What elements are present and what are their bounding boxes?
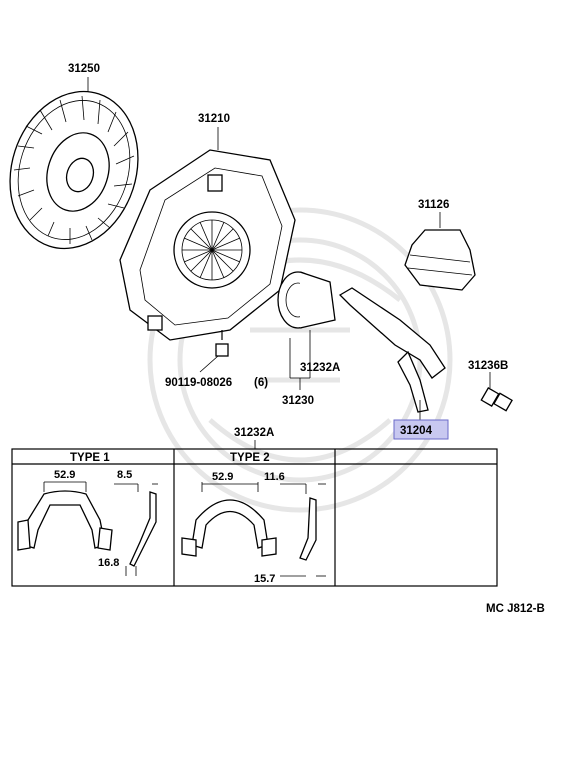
type2-depth-dimension: 15.7: [254, 573, 275, 585]
fork-support-drawing[interactable]: [480, 372, 513, 412]
type1-depth-dimension: 16.8: [98, 557, 119, 569]
release-fork-boot-drawing[interactable]: [404, 212, 476, 291]
table-header-type-2: TYPE 2: [230, 452, 270, 464]
part-number-31236b[interactable]: 31236B: [468, 360, 508, 372]
clutch-cover-drawing[interactable]: [119, 127, 296, 341]
part-number-90119-08026[interactable]: 90119-08026: [165, 377, 232, 389]
bolt-quantity: (6): [254, 377, 268, 389]
release-bearing-drawing[interactable]: [277, 271, 336, 390]
bolt-drawing[interactable]: [199, 330, 229, 373]
table-header-type-1: TYPE 1: [70, 452, 110, 464]
type2-width-dimension: 52.9: [212, 471, 233, 483]
clutch-disc-drawing[interactable]: [0, 75, 158, 265]
diagram-code: MC J812-B: [486, 603, 545, 615]
part-number-31204[interactable]: 31204: [400, 425, 433, 437]
type1-gap-dimension: 8.5: [117, 469, 132, 481]
type2-clip-drawing: [181, 482, 326, 577]
type1-width-dimension: 52.9: [54, 469, 75, 481]
part-number-31210[interactable]: 31210: [198, 113, 230, 125]
type2-gap-dimension: 11.6: [264, 471, 285, 483]
table-part-number-31232a[interactable]: 31232A: [234, 427, 274, 439]
part-number-31232a[interactable]: 31232A: [300, 362, 340, 374]
part-number-31126[interactable]: 31126: [418, 199, 449, 211]
highlight-box-31204: [393, 419, 449, 440]
part-number-31230[interactable]: 31230: [282, 395, 314, 407]
part-number-31250[interactable]: 31250: [68, 63, 100, 75]
release-fork-drawing[interactable]: [338, 287, 446, 420]
clip-type-table: [11, 448, 498, 587]
type1-clip-drawing: [17, 481, 158, 576]
